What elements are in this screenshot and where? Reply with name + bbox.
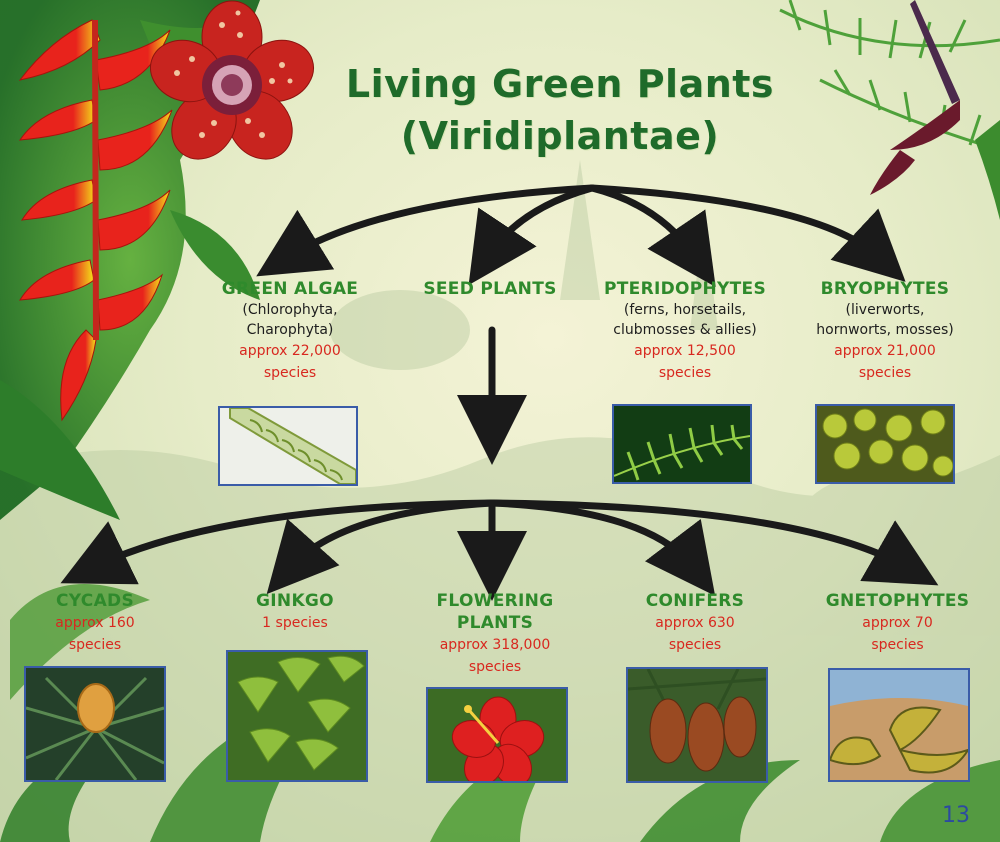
liverwort-photo [815, 404, 955, 484]
node-count-1: approx 70 [862, 615, 933, 631]
node-pteridophytes: PTERIDOPHYTES (ferns, horsetails, clubmo… [585, 278, 785, 384]
node-gnetophytes: GNETOPHYTES approx 70 species [805, 590, 990, 656]
node-count-2: species [468, 659, 522, 675]
heliconia-flower [18, 19, 173, 422]
fern-frond-photo [612, 404, 752, 484]
node-name: PTERIDOPHYTES [604, 279, 766, 299]
node-cycads: CYCADS approx 160 species [10, 590, 180, 656]
node-count-2: species [263, 365, 317, 381]
ginkgo-leaves-photo [226, 650, 368, 782]
right-palm [779, 0, 1000, 152]
page-number: 13 [942, 803, 970, 828]
node-seed-plants: SEED PLANTS [405, 278, 575, 300]
node-ginkgo: GINKGO 1 species [210, 590, 380, 634]
node-count-1: approx 318,000 [439, 637, 551, 653]
rafflesia-flower [150, 0, 314, 160]
node-name: GNETOPHYTES [825, 591, 970, 611]
node-sub-2: hornworts, mosses) [816, 322, 954, 338]
title-line1: Living Green Plants [345, 62, 775, 106]
node-count-1: approx 12,500 [634, 343, 736, 359]
node-name: GINKGO [256, 591, 334, 611]
node-count-1: approx 22,000 [239, 343, 341, 359]
node-sub-1: (Chlorophyta, [242, 302, 338, 318]
algae-filament-photo [218, 406, 358, 486]
node-count-2: species [658, 365, 712, 381]
node-count-1: approx 21,000 [834, 343, 936, 359]
node-count-2: species [668, 637, 722, 653]
node-name: SEED PLANTS [423, 279, 557, 299]
node-name: BRYOPHYTES [820, 279, 950, 299]
node-name: GREEN ALGAE [221, 279, 359, 299]
node-name-2: PLANTS [456, 613, 534, 633]
node-bryophytes: BRYOPHYTES (liverworts, hornworts, mosse… [790, 278, 980, 384]
title-line2: (Viridiplantae) [400, 114, 720, 158]
arrow-cycads [60, 499, 496, 585]
node-green-algae: GREEN ALGAE (Chlorophyta, Charophyta) ap… [200, 278, 380, 384]
cycad-cone-photo [24, 666, 166, 782]
pine-cones-photo [626, 667, 768, 783]
node-count-1: approx 160 [55, 615, 135, 631]
node-sub-1: (liverworts, [845, 302, 925, 318]
node-count-2: species [68, 637, 122, 653]
node-name: CONIFERS [645, 591, 745, 611]
node-sub-1: (ferns, horsetails, [623, 302, 747, 318]
right-purple-flower [870, 0, 960, 195]
node-count-1: 1 species [262, 615, 328, 631]
node-count-2: species [871, 637, 924, 653]
hibiscus-flower-photo [426, 687, 568, 783]
arrow-ginkgo [266, 499, 496, 595]
node-name-1: FLOWERING [436, 591, 554, 611]
node-count-2: species [858, 365, 912, 381]
node-sub-2: Charophyta) [246, 322, 334, 338]
arrow-bryophytes [588, 184, 906, 282]
welwitschia-photo [828, 668, 970, 782]
node-flowering-plants: FLOWERING PLANTS approx 318,000 species [405, 590, 585, 678]
node-count-1: approx 630 [655, 615, 735, 631]
arrow-green-algae [256, 184, 596, 277]
node-name: CYCADS [56, 591, 134, 611]
node-conifers: CONIFERS approx 630 species [610, 590, 780, 656]
arrow-gnetophytes [488, 499, 939, 586]
arrow-seed-plants [468, 184, 596, 286]
node-sub-2: clubmosses & allies) [613, 322, 757, 338]
